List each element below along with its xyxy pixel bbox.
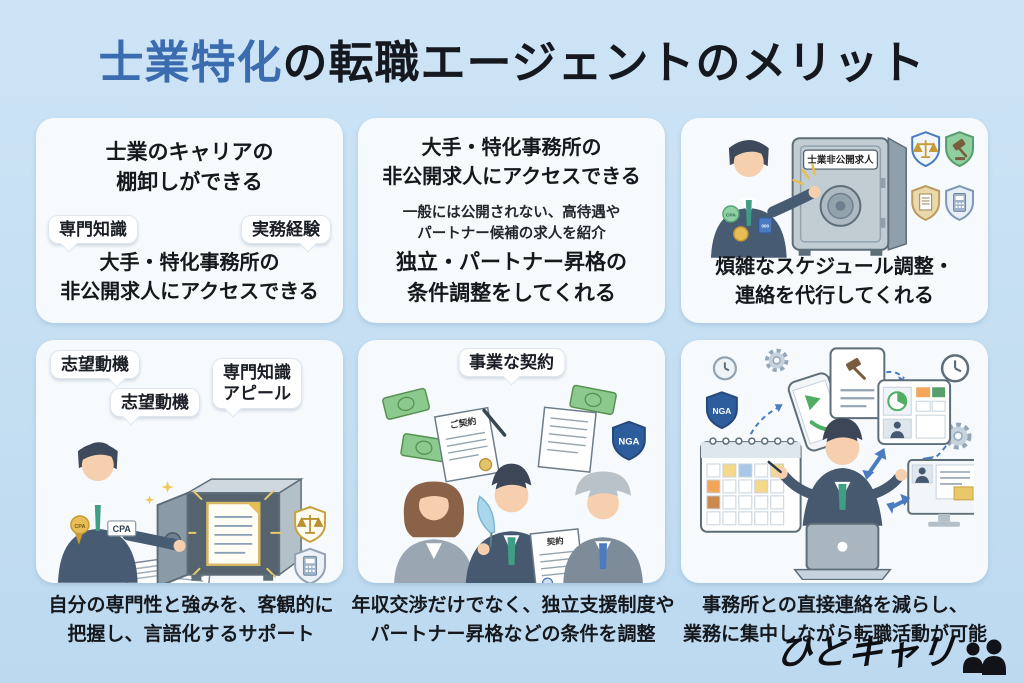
panel1-subheading: 大手・特化事務所の 非公開求人にアクセスできる — [60, 252, 319, 303]
jobseeker-person — [767, 418, 908, 526]
panel-hidden-jobs: 大手・特化事務所の 非公開求人にアクセスできる 一般には公開されない、高待遇や … — [358, 118, 665, 323]
tag-business-contract: 事業な契約 — [458, 348, 565, 378]
tag-motivation-1: 志望動機 — [50, 350, 140, 380]
page-title: 士業特化の転職エージェントのメリット — [0, 26, 1024, 91]
safe-illustration: 士業非公開求人 — [791, 136, 907, 256]
tag-motivation-2: 志望動機 — [110, 388, 200, 418]
calculator-shield-icon — [294, 547, 327, 583]
panel-negotiation: 事業な契約 ご契約 NGA — [358, 340, 665, 583]
panel2-heading: 大手・特化事務所の 非公開求人にアクセスできる — [382, 137, 641, 188]
candidate-person: CPA CPA — [57, 442, 186, 583]
rosette-icon — [733, 226, 749, 242]
cpa-badge-icon — [722, 205, 740, 223]
id-badge-icon — [758, 217, 773, 234]
nga-shield-label: NGA — [713, 406, 732, 416]
tag-expert-appeal: 専門知識 アピール — [212, 358, 302, 409]
panel-career-review: 士業のキャリアの 棚卸しができる 専門知識 実務経験 大手・特化事務所の 非公開… — [36, 118, 343, 323]
glowing-document-icon — [206, 501, 261, 567]
panel-schedule-proxy: 士業非公開求人 CPA 000 — [681, 118, 988, 323]
panel-strength-verbalize: 志望動機 志望動機 専門知識 アピール — [36, 340, 343, 583]
cpa-name-tag — [107, 520, 137, 537]
nga-shield-label: NGA — [618, 437, 639, 448]
brand-logo-text: ひとキャリ — [774, 633, 958, 672]
woman-person — [394, 481, 474, 583]
contract-left-label: ご契約 — [449, 415, 477, 430]
gavel-shield-icon — [945, 131, 974, 168]
caption-negotiation: 年収交渉だけでなく、独立支援制度や パートナー昇格などの条件を調整 — [351, 595, 675, 645]
tag-practical-experience: 実務経験 — [241, 215, 331, 245]
clock-icon — [712, 356, 737, 381]
sync-arrowheads — [862, 448, 911, 514]
clock-icon — [940, 354, 970, 383]
cpa-rosette-label: CPA — [74, 524, 85, 530]
panel3-caption: 煩雑なスケジュール調整・ 連絡を代行してくれる — [715, 256, 954, 307]
people-icon — [963, 639, 1006, 675]
pen-icon — [482, 408, 507, 437]
caption-remote-jobhunt: 事務所との直接連絡を減らし、 業務に集中しながら転職活動が可能 — [682, 595, 987, 645]
laptop-icon — [793, 522, 892, 580]
contract-center-label: 契約 — [545, 535, 564, 547]
cpa-name-tag-label: CPA — [113, 524, 132, 534]
agent-person: CPA 000 — [710, 140, 821, 258]
caption-strength-verbalize: 自分の専門性と強みを、客観的に 把握し、言語化するサポート — [48, 595, 334, 645]
cpa-badge-label: CPA — [726, 212, 737, 218]
tag-expert-knowledge: 専門知識 — [48, 215, 138, 245]
negotiation-illustration: ご契約 NGA — [382, 384, 646, 583]
video-call-tablet-icon — [877, 379, 952, 446]
older-man-person — [563, 471, 643, 583]
open-safe-illustration: CPA CPA — [57, 442, 327, 583]
gear-icon — [764, 348, 789, 373]
quill-icon — [477, 495, 496, 548]
panel1-heading: 士業のキャリアの 棚卸しができる — [105, 141, 274, 195]
document-right-icon — [537, 406, 597, 473]
panel-remote-jobhunt: NGA — [681, 340, 988, 583]
nga-shield-icon: NGA — [611, 420, 646, 461]
open-safe-icon — [144, 477, 304, 583]
calendar-icon — [699, 437, 802, 533]
panel2-subheading: 独立・パートナー昇格の 条件調整をしてくれる — [396, 251, 627, 305]
scales-shield-icon — [294, 505, 327, 543]
title-rest: の転職エージェントのメリット — [282, 37, 926, 88]
scales-shield-icon — [911, 131, 941, 168]
document-shield-icon — [911, 184, 941, 221]
title-highlight: 士業特化 — [98, 37, 283, 88]
sparkle-icon — [144, 481, 174, 505]
gavel-tablet-icon — [829, 347, 886, 420]
pen-icon — [767, 460, 782, 474]
contract-left-icon: ご契約 — [433, 406, 507, 483]
folder-icon — [953, 486, 974, 501]
play-logo-icon — [804, 395, 821, 411]
safe-label: 士業非公開求人 — [807, 154, 874, 166]
money-icon — [382, 384, 617, 463]
calculator-shield-icon — [945, 184, 974, 221]
devices-illustration: NGA — [699, 347, 974, 580]
sparkle-icon — [792, 163, 816, 186]
brand-logo: ひとキャリ — [774, 624, 1008, 675]
nga-shield-icon: NGA — [705, 391, 738, 430]
agent-safe-illustration: 士業非公開求人 CPA 000 — [710, 131, 974, 258]
id-badge-label: 000 — [762, 223, 770, 228]
monitor-icon — [907, 459, 974, 527]
panel2-note: 一般には公開されない、高待遇や パートナー候補の求人を紹介 — [402, 205, 621, 243]
